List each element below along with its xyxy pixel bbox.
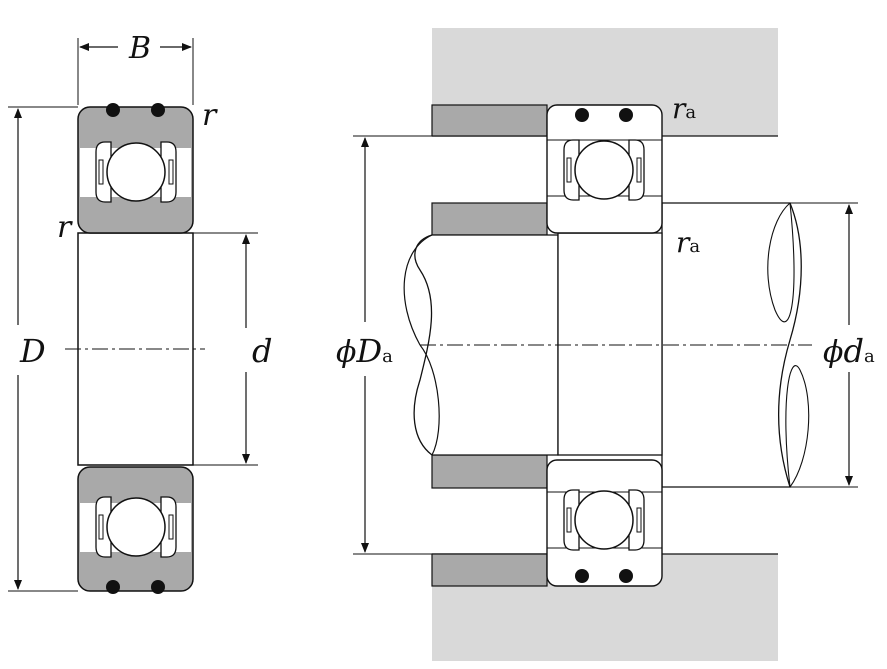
seal-dot (575, 569, 589, 583)
seal-dot (619, 569, 633, 583)
shaft-shoulder (431, 202, 548, 236)
label-ra-top: ra (672, 92, 696, 125)
right-dimensions: ϕDa ϕda ra ra (336, 92, 875, 555)
label-r-top: r (202, 98, 218, 133)
seal-dot (619, 108, 633, 122)
left-dimensions: B r r D d (8, 31, 272, 592)
seal-dot (151, 103, 165, 117)
label-phi-da: ϕda (823, 332, 875, 370)
label-ra-mid: ra (676, 226, 700, 259)
housing-shoulder (431, 104, 548, 137)
label-r-left: r (57, 210, 73, 245)
seal-dot (151, 580, 165, 594)
seal-dot (575, 108, 589, 122)
shaft-shoulder (431, 454, 548, 489)
label-B: B (128, 31, 151, 66)
mounting-assembly (403, 28, 812, 661)
label-d: d (252, 332, 272, 370)
seal-dot (106, 580, 120, 594)
seal-dot (106, 103, 120, 117)
bearing-bore (557, 232, 663, 456)
label-phi-Da: ϕDa (336, 332, 393, 370)
left-bearing-section (65, 103, 205, 594)
housing-shoulder (431, 553, 548, 587)
label-D: D (19, 332, 46, 370)
